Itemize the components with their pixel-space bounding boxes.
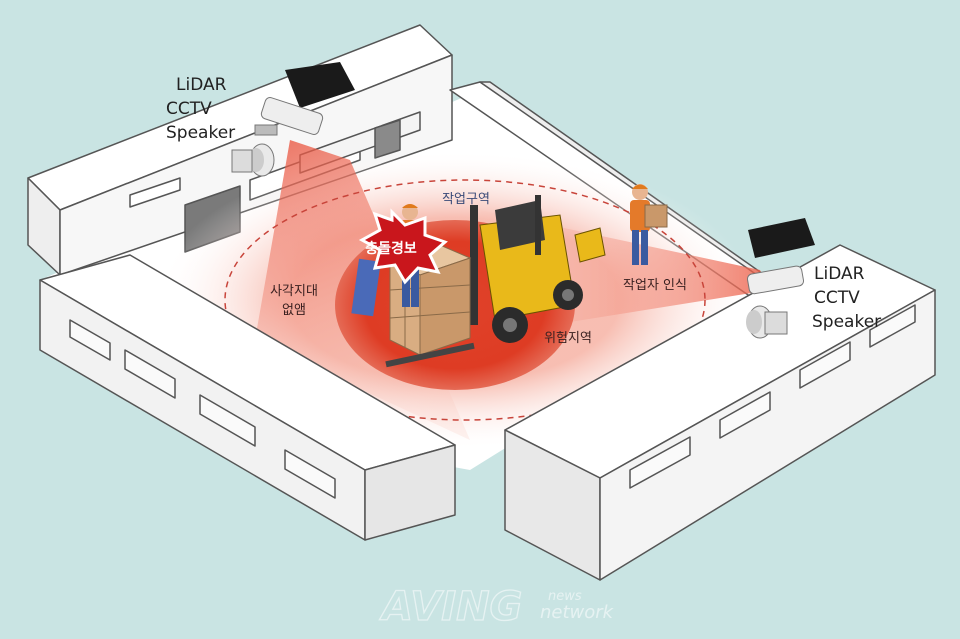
blind-spot-label-line1: 사각지대 <box>270 284 318 299</box>
collision-alert-label: 충돌경보 <box>365 240 417 257</box>
right-sensor-label-line2: CCTV <box>814 288 860 308</box>
fork-blades <box>385 342 475 368</box>
watermark-top: news <box>548 589 582 604</box>
work-zone-boundary <box>224 179 706 421</box>
watermark-bottom: network <box>540 602 615 623</box>
aving-watermark: AVING news network <box>378 583 615 630</box>
right-speaker-icon <box>746 305 788 339</box>
collision-alert-burst <box>358 208 448 285</box>
building-front-left <box>39 254 456 541</box>
right-lidar-cctv-speaker-unit <box>746 218 815 339</box>
left-speaker-icon <box>231 143 275 177</box>
left-lidar-cctv-speaker-unit <box>231 62 355 177</box>
right-lidar-icon <box>748 218 815 258</box>
left-sensor-label-line2: CCTV <box>166 99 212 119</box>
right-cctv-camera-icon <box>746 265 805 295</box>
watermark-main: AVING <box>379 584 522 630</box>
worker-recognition-label: 작업자 인식 <box>623 278 687 293</box>
right-sensor-label-line1: LiDAR <box>814 264 865 284</box>
blind-spot-label-line2: 없앰 <box>282 303 306 318</box>
worker-carrying-box <box>630 184 668 265</box>
right-sensor-label-line3: Speaker <box>812 312 881 332</box>
left-sensor-label-line3: Speaker <box>166 123 235 143</box>
forklift <box>470 195 606 343</box>
danger-zone-label: 위험지역 <box>544 331 592 346</box>
left-lidar-icon <box>285 62 355 108</box>
left-sensor-label-line1: LiDAR <box>176 75 227 95</box>
left-cctv-camera-icon <box>260 97 324 135</box>
building-front-right <box>504 244 936 581</box>
work-zone-label: 작업구역 <box>442 192 490 207</box>
